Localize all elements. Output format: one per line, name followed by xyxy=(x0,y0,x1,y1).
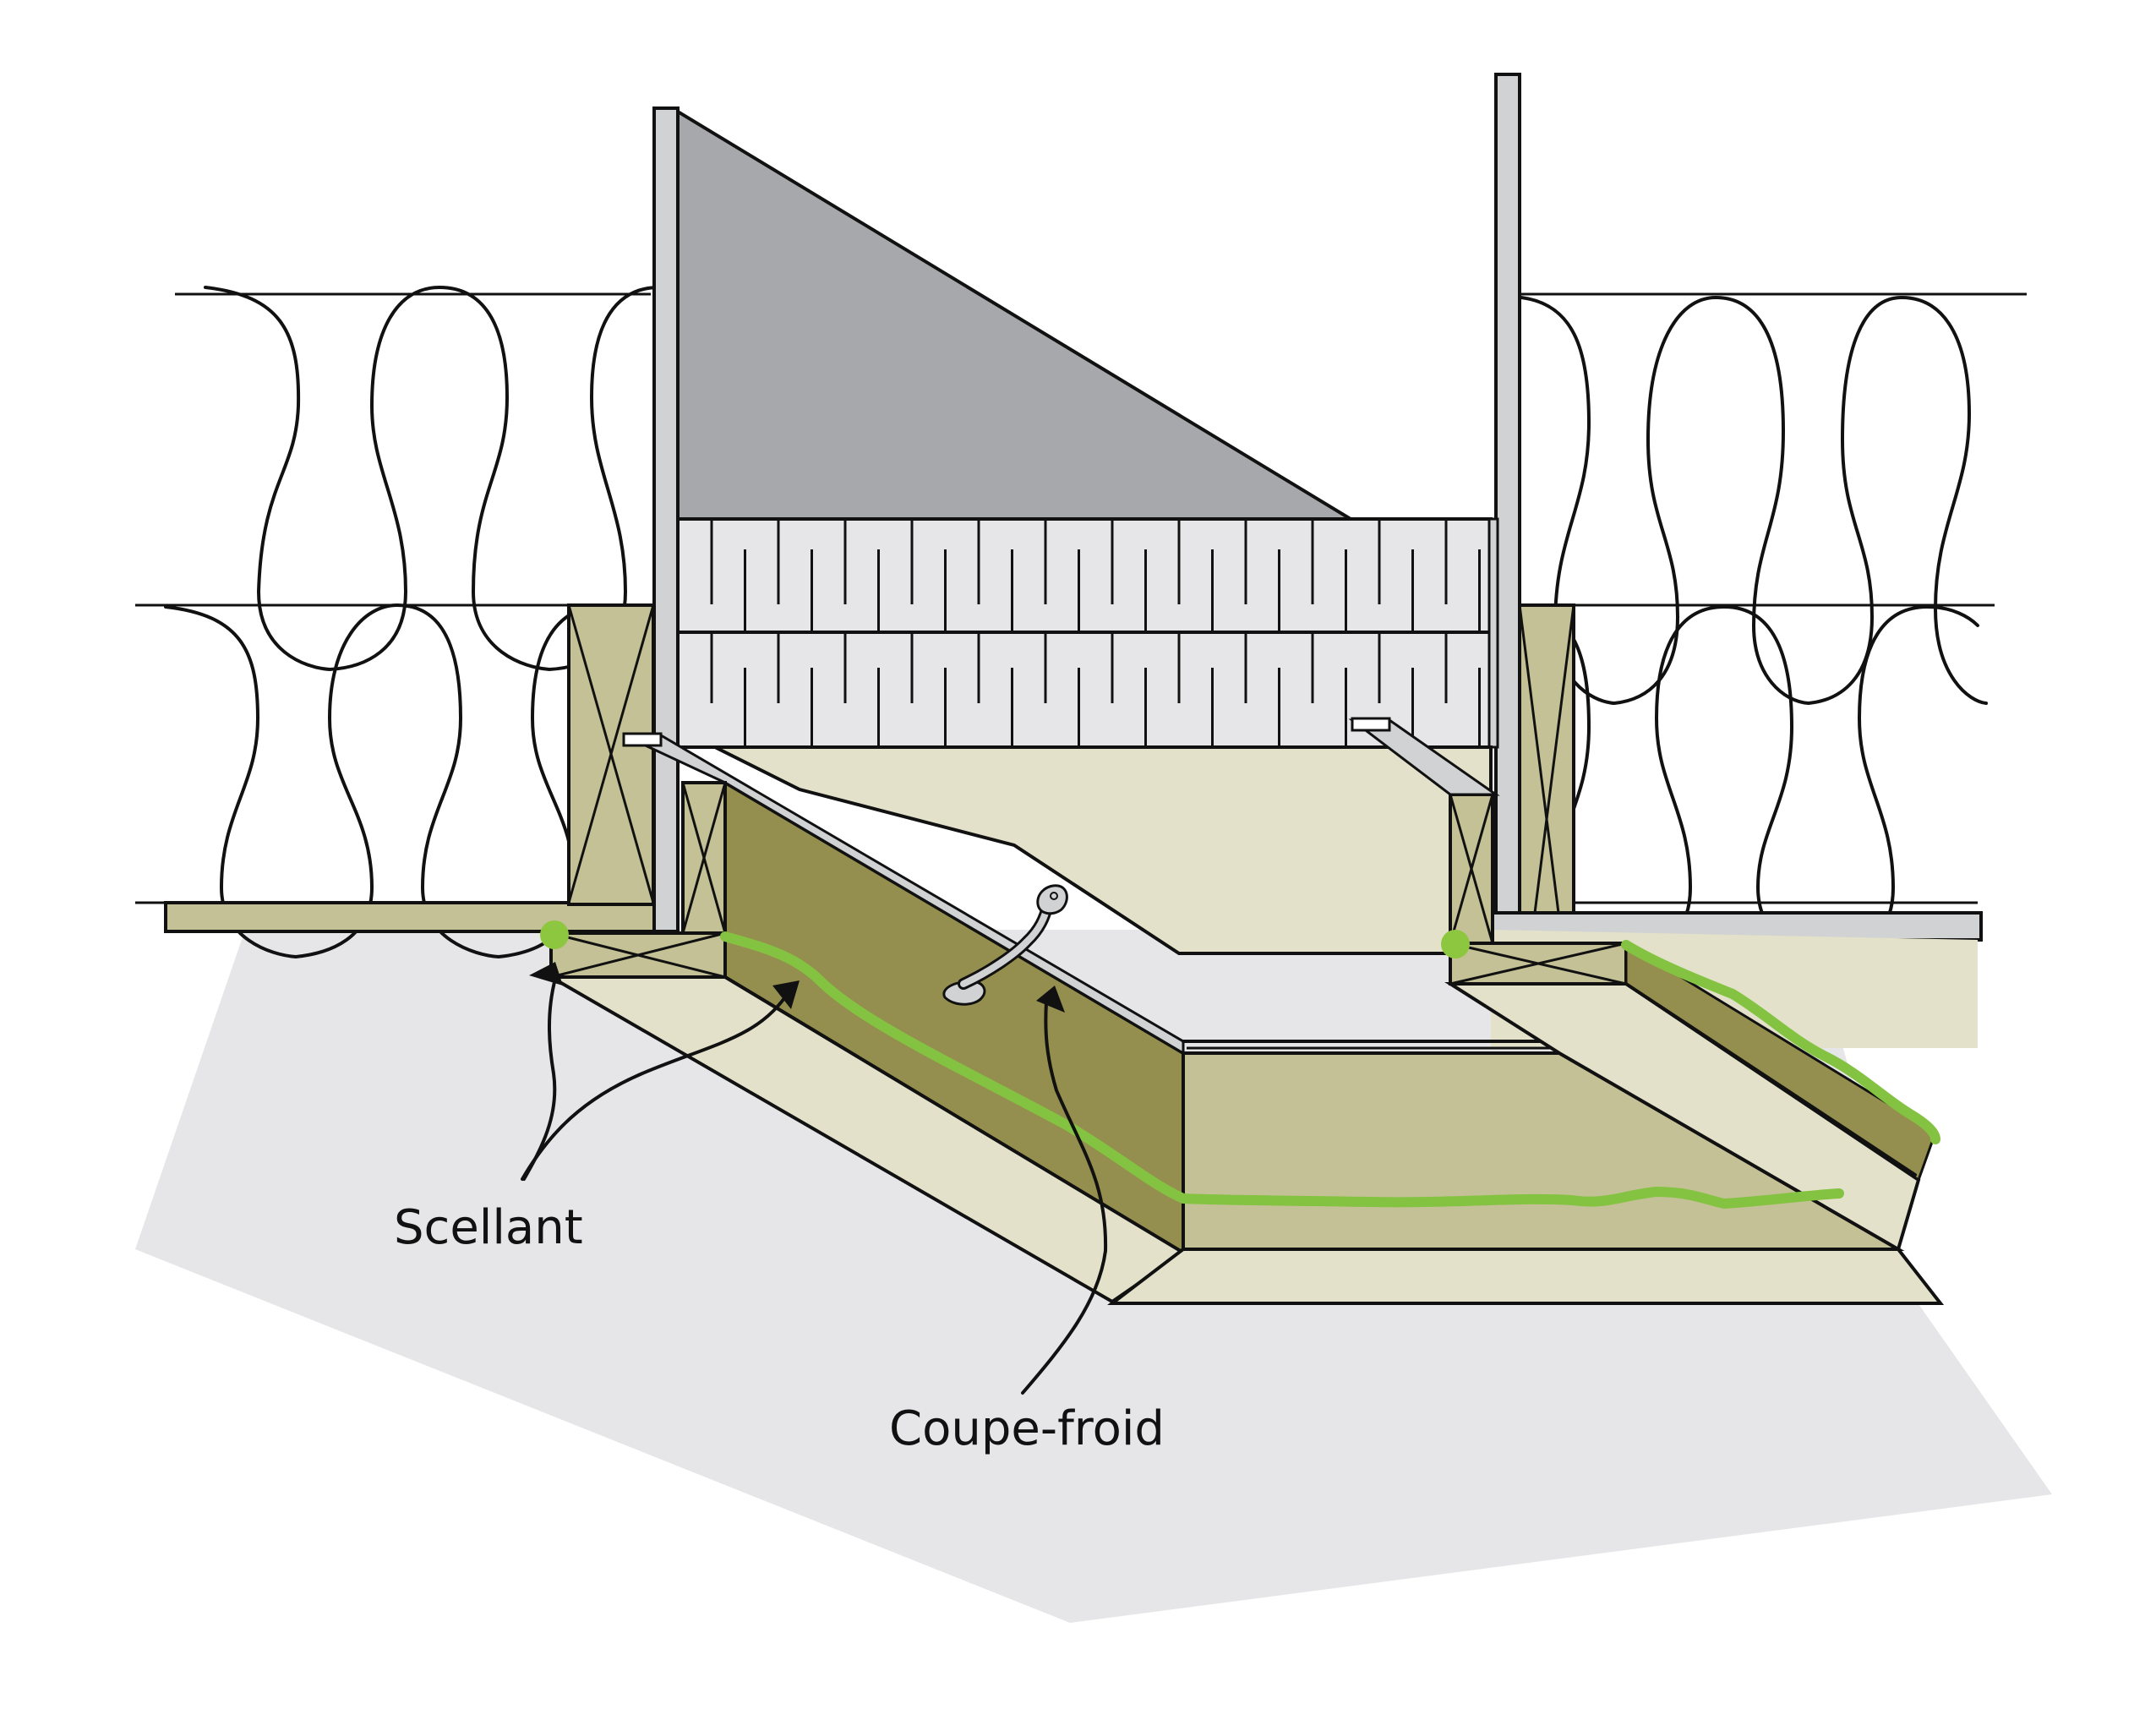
arrowhead-weatherstrip xyxy=(1036,986,1065,1013)
right-sill-block xyxy=(1449,942,1628,986)
right-inner-joist xyxy=(1449,793,1494,945)
sealant-dot-left xyxy=(540,920,569,949)
arrowhead-sealant-1 xyxy=(529,962,563,986)
hatch-opening-top xyxy=(714,745,1493,955)
left-drywall-edge xyxy=(652,106,680,933)
right-drywall-edge xyxy=(1494,73,1521,926)
callout-lines xyxy=(521,977,1108,1395)
rigid-insulation-board xyxy=(676,517,1499,749)
right-frame-top-surface xyxy=(1444,982,1921,1253)
left-sill-block xyxy=(549,931,727,979)
hatch-frame-bottom-rim xyxy=(1107,1248,1945,1305)
weatherstrip-lines xyxy=(720,931,1940,1210)
left-joist xyxy=(567,603,655,906)
left-sill-plate xyxy=(164,901,658,933)
weatherstrip-right xyxy=(1621,940,1940,1144)
label-sealant: Scellant xyxy=(394,1200,583,1255)
left-inner-joist xyxy=(681,781,727,935)
left-strip-cap xyxy=(622,732,663,747)
arrowhead-sealant-2 xyxy=(772,980,800,1009)
gable-shade xyxy=(676,108,1357,521)
hook-latch-icon xyxy=(942,884,1068,1006)
hatch-dam-right-face xyxy=(1624,941,1937,1182)
right-strip-cap xyxy=(1351,717,1391,732)
weatherstrip-left xyxy=(720,931,1844,1210)
label-weatherstrip: Coupe-froid xyxy=(889,1401,1165,1456)
right-batt-insulation xyxy=(1520,292,2027,958)
right-frame-edge xyxy=(1624,982,1917,1177)
sealant-dot-right xyxy=(1441,930,1470,958)
right-joist xyxy=(1518,603,1575,915)
